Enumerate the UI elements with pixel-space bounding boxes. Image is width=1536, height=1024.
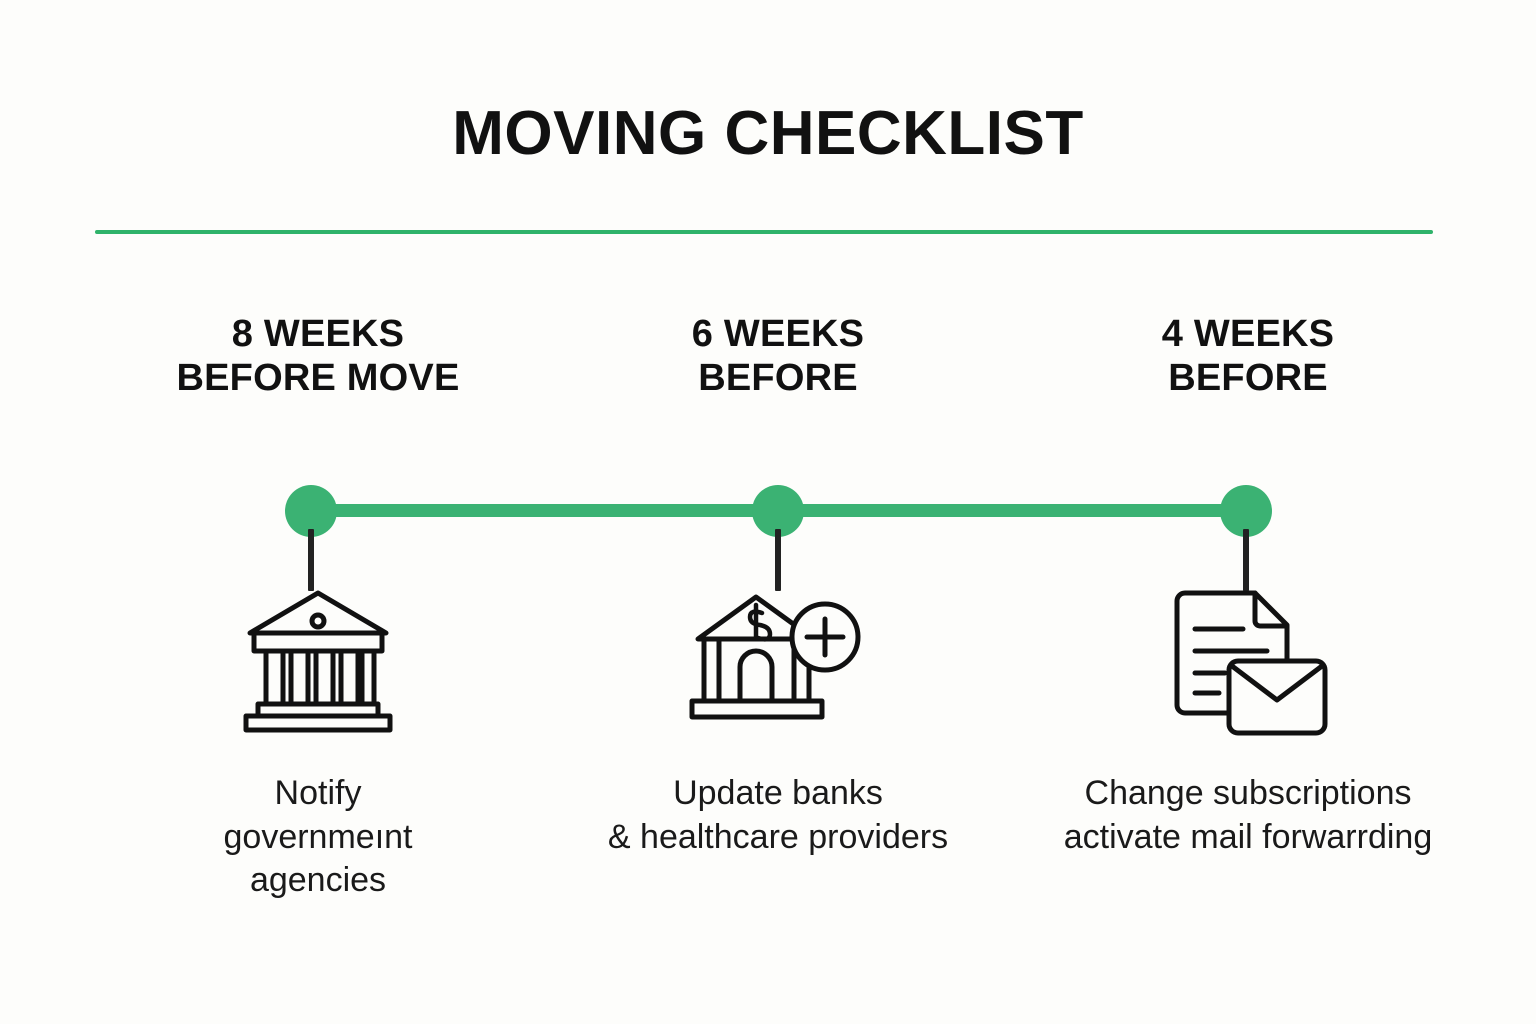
milestone-heading-line1: 4 WEEKS — [1161, 313, 1335, 355]
milestone-heading-4-weeks: 4 WEEKS BEFORE — [1013, 312, 1483, 401]
milestone-caption-6-weeks: Update banks & healthcare providers — [568, 772, 988, 859]
document-envelope-icon — [1174, 590, 1328, 736]
caption-line2: activate mail forwarrding — [1063, 817, 1433, 856]
milestone-heading-6-weeks: 6 WEEKS BEFORE — [568, 312, 988, 401]
milestone-caption-4-weeks: Change subscriptions activate mail forwa… — [1013, 772, 1483, 859]
milestone-caption-8-weeks: Notify governmeınt agencies — [118, 772, 518, 903]
caption-line1: Update banks — [673, 774, 883, 812]
milestone-column-8-weeks: 8 WEEKS BEFORE MOVE — [118, 0, 518, 1024]
milestone-heading-line1: 8 WEEKS — [231, 313, 405, 355]
caption-line2: & healthcare providers — [607, 817, 949, 856]
bank-healthcare-icon — [689, 594, 861, 720]
caption-line2: governmeınt — [223, 817, 413, 856]
milestone-heading-line2: BEFORE — [698, 357, 858, 400]
title-divider-rule — [95, 230, 1433, 234]
milestone-heading-8-weeks: 8 WEEKS BEFORE MOVE — [118, 312, 518, 401]
dollar-sign-glyph — [747, 602, 773, 642]
milestone-heading-line1: 6 WEEKS — [691, 313, 865, 355]
milestone-heading-line2: BEFORE — [1168, 357, 1328, 400]
caption-line3: agencies — [249, 861, 387, 900]
milestone-column-6-weeks: 6 WEEKS BEFORE — [568, 0, 988, 1024]
government-building-icon — [243, 590, 393, 733]
milestone-column-4-weeks: 4 WEEKS BEFORE Change subscriptions acti… — [1013, 0, 1483, 1024]
caption-line1: Notify — [274, 774, 362, 812]
milestone-heading-line2: BEFORE MOVE — [176, 357, 460, 400]
document-envelope-icon-wrap — [1013, 583, 1483, 753]
page-title: MOVING CHECKLIST — [452, 99, 1084, 168]
bank-healthcare-icon-wrap — [568, 583, 988, 753]
government-building-icon-wrap — [118, 583, 518, 753]
caption-line1: Change subscriptions — [1084, 774, 1412, 812]
